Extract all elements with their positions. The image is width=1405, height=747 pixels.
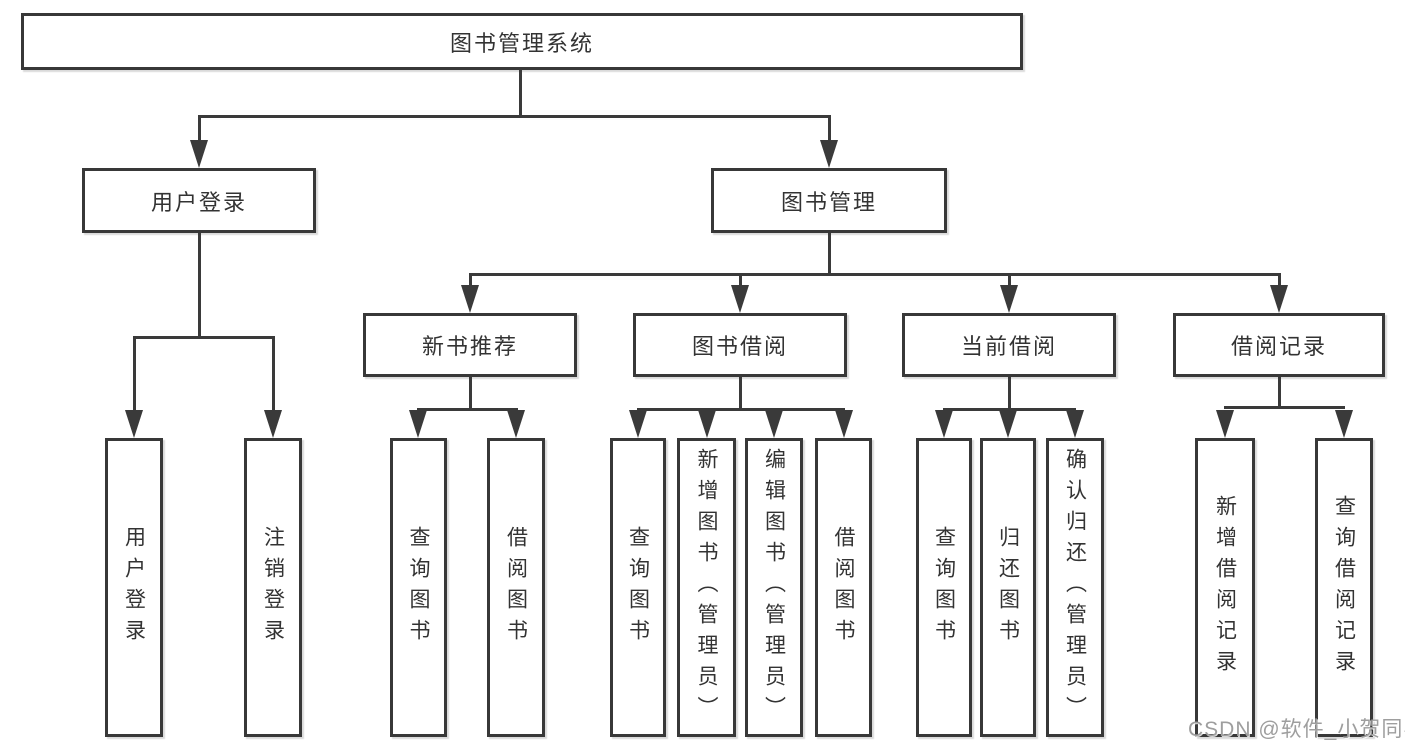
- arrowhead-borrow-records: [1270, 285, 1288, 313]
- connector-drop: [469, 273, 472, 287]
- connector-stub: [739, 377, 742, 410]
- node-label: 查询图书: [407, 525, 430, 650]
- watermark: CSDN @软件_小贺同学: [1188, 718, 1405, 741]
- leaf-query-books-current: 查询图书: [916, 438, 972, 737]
- connector-leaf-drop: [133, 336, 136, 412]
- node-label: 图书管理系统: [449, 30, 594, 56]
- node-user-login: 用户登录: [82, 168, 316, 233]
- leaf-borrow-books-recommend: 借阅图书: [487, 438, 545, 737]
- connector-book-mgmt-drop: [828, 115, 831, 143]
- arrowhead-book-borrow: [731, 285, 749, 313]
- leaf-borrow-books-borrowing: 借阅图书: [815, 438, 872, 737]
- node-label: 借阅记录: [1230, 334, 1327, 359]
- node-label: 借阅图书: [832, 525, 855, 650]
- node-label: 借阅图书: [504, 525, 528, 650]
- connector-leaf-drop: [272, 336, 275, 412]
- node-label: 用户登录: [150, 189, 247, 215]
- node-label: 图书借阅: [691, 334, 788, 359]
- arrowhead-leaf: [629, 410, 647, 438]
- node-book-management: 图书管理: [711, 168, 947, 233]
- connector-book-mgmt-stub: [828, 233, 831, 276]
- leaf-edit-book-admin: 编辑图书（管理员）: [745, 438, 803, 737]
- connector-user-login-stub: [198, 233, 201, 338]
- node-label: 当前借阅: [960, 334, 1057, 359]
- node-label: 新增借阅记录: [1213, 494, 1237, 681]
- arrowhead-leaf: [1066, 410, 1084, 438]
- leaf-query-books-recommend: 查询图书: [390, 438, 447, 737]
- arrowhead-leaf: [765, 410, 783, 438]
- connector-branch: [943, 408, 1076, 411]
- arrowhead-leaf: [507, 410, 525, 438]
- arrowhead-leaf: [1335, 410, 1353, 438]
- arrowhead-leaf: [835, 410, 853, 438]
- arrowhead-book-mgmt: [820, 140, 838, 168]
- connector-root-stub: [519, 69, 522, 117]
- arrowhead-leaf: [409, 410, 427, 438]
- arrowhead-leaf: [125, 410, 143, 438]
- node-label: 注销登录: [261, 525, 285, 650]
- connector-drop: [1278, 273, 1281, 287]
- arrowhead-leaf: [935, 410, 953, 438]
- node-label: 编辑图书（管理员）: [762, 448, 786, 727]
- leaf-return-book: 归还图书: [980, 438, 1036, 737]
- node-label: 归还图书: [996, 525, 1020, 650]
- leaf-confirm-return-admin: 确认归还（管理员）: [1046, 438, 1104, 737]
- node-library-management-system: 图书管理系统: [21, 13, 1023, 70]
- connector-level2-branch: [198, 115, 831, 118]
- connector-stub: [1008, 377, 1011, 410]
- leaf-add-borrow-record: 新增借阅记录: [1195, 438, 1255, 737]
- node-current-borrowing: 当前借阅: [902, 313, 1116, 377]
- leaf-query-borrow-record: 查询借阅记录: [1315, 438, 1373, 737]
- node-label: 新增图书（管理员）: [695, 448, 718, 727]
- arrowhead-leaf: [264, 410, 282, 438]
- connector-branch: [637, 408, 845, 411]
- connector-branch: [417, 408, 518, 411]
- connector-user-login-drop: [198, 115, 201, 143]
- node-borrowing-records: 借阅记录: [1173, 313, 1385, 377]
- node-label: 用户登录: [122, 525, 146, 650]
- node-book-borrowing: 图书借阅: [633, 313, 847, 377]
- arrowhead-current-borrow: [1000, 285, 1018, 313]
- leaf-user-login: 用户登录: [105, 438, 163, 737]
- arrowhead-new-book: [461, 285, 479, 313]
- node-new-book-recommendation: 新书推荐: [363, 313, 577, 377]
- node-label: 查询借阅记录: [1332, 494, 1356, 681]
- connector-stub: [1278, 377, 1281, 408]
- connector-drop: [739, 273, 742, 287]
- connector-drop: [1008, 273, 1011, 287]
- node-label: 新书推荐: [421, 334, 518, 359]
- node-label: 查询图书: [932, 525, 956, 650]
- leaf-logout: 注销登录: [244, 438, 302, 737]
- connector-branch: [1224, 406, 1345, 409]
- node-label: 查询图书: [626, 525, 650, 650]
- arrowhead-user-login: [190, 140, 208, 168]
- arrowhead-leaf: [698, 410, 716, 438]
- arrowhead-leaf: [1216, 410, 1234, 438]
- connector-stub: [469, 377, 472, 410]
- connector-user-login-branch: [133, 336, 274, 339]
- node-label: 确认归还（管理员）: [1063, 448, 1087, 727]
- leaf-add-book-admin: 新增图书（管理员）: [677, 438, 736, 737]
- leaf-query-books-borrowing: 查询图书: [610, 438, 666, 737]
- arrowhead-leaf: [999, 410, 1017, 438]
- connector-level3-branch: [469, 273, 1281, 276]
- node-label: 图书管理: [780, 189, 877, 215]
